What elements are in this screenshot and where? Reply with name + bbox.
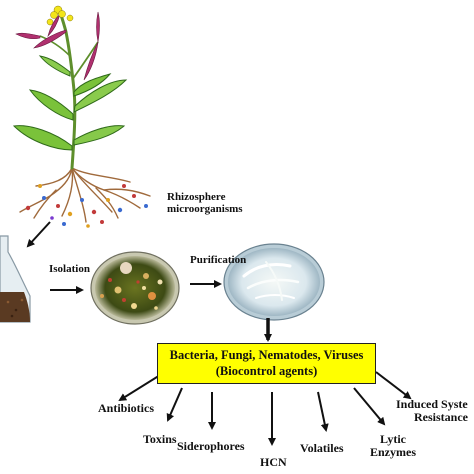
plant-leaves: [12, 55, 128, 151]
isolation-plate: [90, 251, 180, 325]
box-line2: (Biocontrol agents): [215, 363, 318, 378]
lytic-enzymes-line2: Enzymes: [370, 444, 416, 459]
lytic-enzymes-label: Lytic Enzymes: [370, 433, 416, 458]
microbe-dots: [25, 184, 148, 228]
rhizosphere-label: Rhizosphere microorganisms: [167, 191, 243, 215]
purification-label: Purification: [190, 254, 247, 266]
lytic-enzymes-line1: Lytic: [380, 432, 406, 446]
plant-flowers: [46, 5, 74, 26]
arrow-to-lytic: [353, 387, 386, 426]
induced-resistance-line1: Induced Syste: [396, 397, 468, 411]
arrow-to-volatiles: [317, 391, 329, 432]
arrow-to-toxins: [166, 387, 183, 422]
flow-arrows: [26, 221, 412, 446]
volatiles-label: Volatiles: [300, 441, 344, 455]
induced-resistance-line2: Resistance: [414, 409, 468, 424]
rhizosphere-label-line2: microorganisms: [167, 202, 243, 215]
plant-roots: [19, 167, 151, 223]
hcn-label: HCN: [260, 455, 287, 469]
soil-flask: [0, 235, 31, 323]
box-line1: Bacteria, Fungi, Nematodes, Viruses: [169, 347, 364, 362]
arrow-to-induced: [375, 371, 412, 400]
siderophores-label: Siderophores: [177, 439, 245, 453]
plant-pods: [15, 11, 100, 81]
plant-branch: [71, 41, 99, 81]
isolation-label: Isolation: [49, 263, 90, 275]
toxins-label: Toxins: [143, 432, 177, 446]
arrow-rhizosphere-to-flask: [26, 221, 51, 248]
rhizosphere-label-line1: Rhizosphere: [167, 191, 226, 203]
plant-branch: [39, 35, 71, 57]
induced-resistance-label: Induced Syste Resistance: [396, 398, 468, 423]
purification-plate: [223, 243, 325, 321]
antibiotics-label: Antibiotics: [98, 401, 155, 415]
plant-illustration: [12, 5, 151, 228]
plant-stem: [58, 10, 77, 170]
biocontrol-agents-box: Bacteria, Fungi, Nematodes, Viruses (Bio…: [157, 343, 376, 384]
